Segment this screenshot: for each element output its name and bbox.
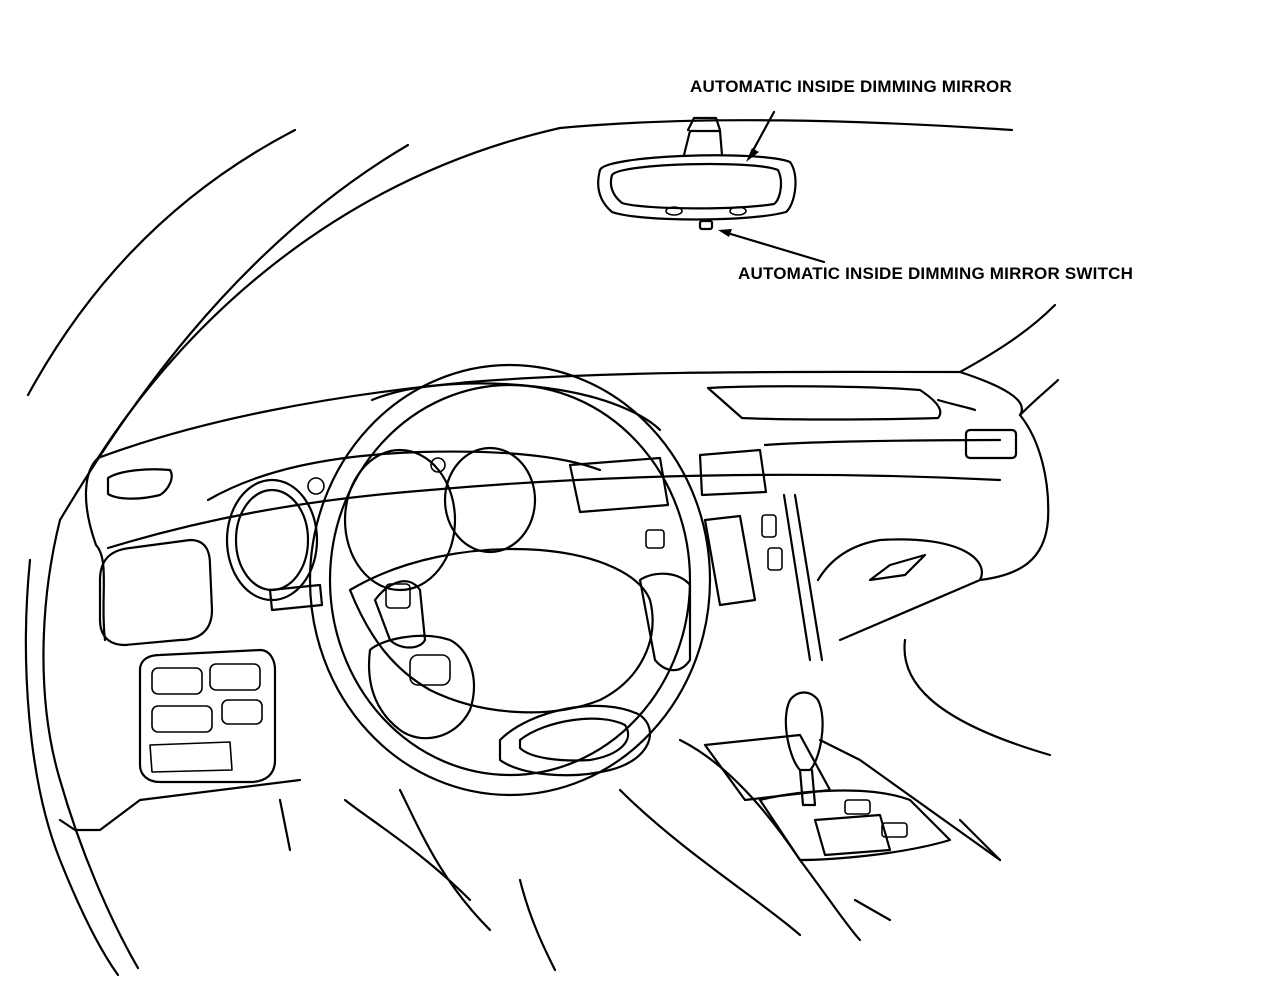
rearview-mirror (597, 116, 797, 231)
callout-leaders (718, 110, 826, 264)
instrument-cluster (206, 446, 602, 612)
dashboard-body (84, 303, 1060, 757)
steering-wheel (308, 363, 712, 932)
left-controls (58, 538, 302, 852)
a-pillar (24, 119, 1014, 977)
center-console (518, 514, 1002, 972)
mirror-switch (698, 219, 714, 231)
callout-mirror-switch-label: AUTOMATIC INSIDE DIMMING MIRROR SWITCH (738, 264, 1134, 283)
callout-mirror-label: AUTOMATIC INSIDE DIMMING MIRROR (690, 77, 1012, 96)
